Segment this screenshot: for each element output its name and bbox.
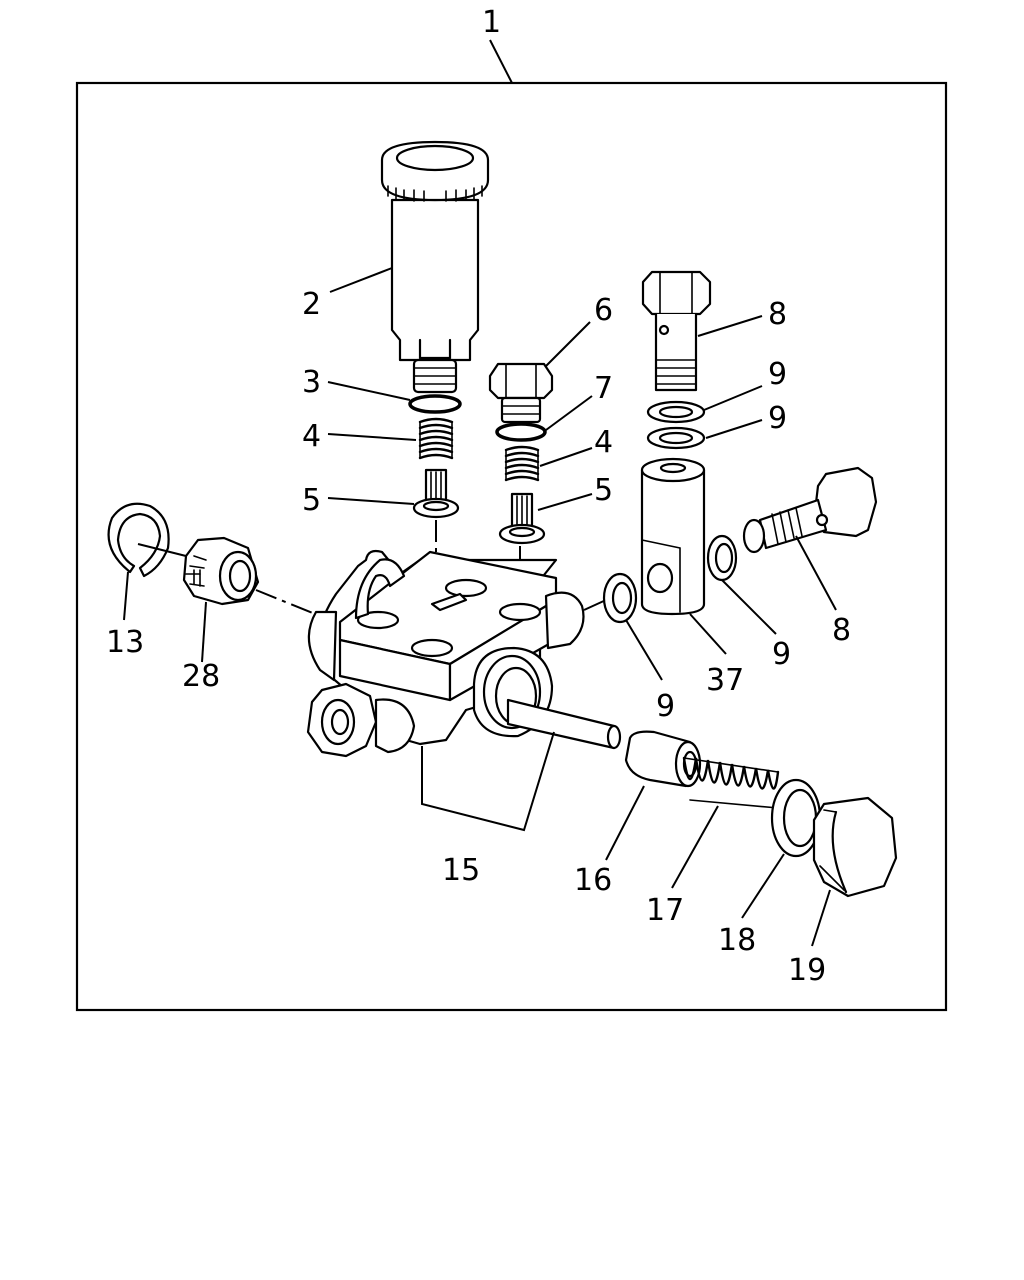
- leader-3: [327, 381, 411, 401]
- leader-37: [689, 613, 727, 655]
- callout-9d: 9: [656, 689, 675, 724]
- part-washer-left: [602, 572, 638, 624]
- leader-5a: [327, 497, 415, 505]
- leader-1: [489, 39, 513, 84]
- leader-15: [421, 731, 555, 832]
- callout-9b: 9: [768, 401, 787, 436]
- callout-28: 28: [182, 659, 220, 694]
- callout-8a: 8: [768, 297, 787, 332]
- part-snap-ring: [107, 502, 170, 578]
- callout-1: 1: [482, 5, 501, 40]
- part-strainer: [182, 536, 260, 606]
- part-o-ring-right: [495, 422, 547, 442]
- leader-19: [811, 889, 831, 947]
- leader-9d: [625, 619, 663, 681]
- callout-19: 19: [788, 953, 826, 988]
- leader-28: [201, 601, 207, 663]
- callout-13: 13: [106, 625, 144, 660]
- callout-3: 3: [302, 365, 321, 400]
- callout-17: 17: [646, 893, 684, 928]
- part-banjo-bolt-horizontal: [742, 466, 878, 554]
- callout-9c: 9: [772, 637, 791, 672]
- leader-9c: [721, 579, 777, 635]
- leader-8b: [795, 535, 837, 611]
- leader-4b: [539, 447, 593, 467]
- leader-4a: [327, 433, 417, 441]
- callout-8b: 8: [832, 613, 851, 648]
- part-valve-left: [412, 468, 460, 519]
- leader-5b: [537, 493, 593, 511]
- callout-2: 2: [302, 287, 321, 322]
- part-banjo-bolt-vertical: [641, 270, 712, 392]
- leader-9b: [705, 419, 763, 439]
- part-spring-horizontal: [682, 756, 780, 809]
- callout-5b: 5: [594, 473, 613, 508]
- part-banjo-fitting: [640, 457, 706, 616]
- part-o-ring-upper: [408, 394, 462, 414]
- part-spring-left: [418, 417, 454, 460]
- leader-6: [545, 321, 591, 367]
- leader-2: [329, 267, 393, 293]
- callout-6: 6: [594, 293, 613, 328]
- callout-4a: 4: [302, 419, 321, 454]
- centerline-fitting: [583, 599, 607, 611]
- part-washer-upper-a: [646, 400, 706, 424]
- part-hex-plug: [488, 362, 554, 424]
- callout-7: 7: [594, 371, 613, 406]
- leader-16: [605, 785, 645, 861]
- callout-18: 18: [718, 923, 756, 958]
- callout-37: 37: [706, 663, 744, 698]
- leader-17: [671, 805, 719, 889]
- leader-7: [545, 395, 593, 431]
- leader-13: [123, 571, 129, 621]
- leader-8a: [697, 315, 763, 337]
- part-washer-right: [706, 534, 738, 582]
- part-gasket: [770, 778, 822, 858]
- part-washer-upper-b: [646, 426, 706, 450]
- part-spring-right: [504, 445, 540, 482]
- callout-4b: 4: [594, 425, 613, 460]
- callout-16: 16: [574, 863, 612, 898]
- leader-13b: [137, 543, 187, 557]
- part-piston: [624, 730, 702, 788]
- leader-18: [741, 853, 785, 919]
- part-valve-right: [498, 492, 546, 545]
- callout-5a: 5: [302, 483, 321, 518]
- part-priming-pump: [380, 140, 490, 394]
- leader-9a: [703, 385, 763, 411]
- callout-9a: 9: [768, 357, 787, 392]
- centerline-strainer: [255, 589, 321, 617]
- callout-15: 15: [442, 853, 480, 888]
- part-hex-cap: [812, 796, 898, 898]
- part-pump-body: [306, 549, 622, 758]
